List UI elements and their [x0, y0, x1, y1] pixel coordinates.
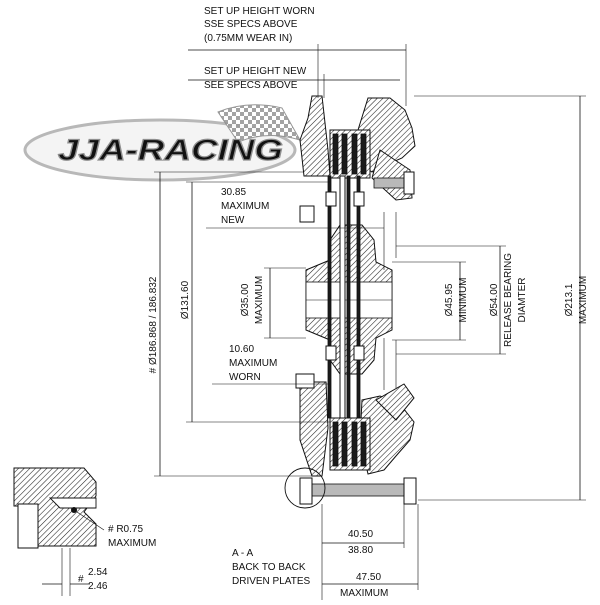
upper-plate-3 [351, 133, 358, 175]
detail-circle [284, 467, 326, 509]
lower-plate-3 [351, 421, 358, 467]
lower-bolt-nut [403, 477, 417, 505]
d213-value: Ø213.1 [564, 283, 575, 316]
w40-label: 40.50 [348, 529, 373, 540]
radius-label: MAXIMUM [108, 538, 156, 549]
d54-label: RELEASE BEARING [503, 253, 514, 347]
clutch-assembly [284, 95, 450, 509]
upper-plate-1 [332, 133, 339, 175]
setup-worn-line-2: SSE SPECS ABOVE [204, 19, 298, 30]
small-block-upper [299, 205, 315, 223]
setup-worn-line-3: (0.75MM WEAR IN) [204, 33, 292, 44]
max-worn-label: MAXIMUM [229, 358, 277, 369]
d45-label: MINIMUM [458, 278, 469, 323]
dimension-lines [154, 44, 586, 600]
max-worn-value: 10.60 [229, 344, 254, 355]
upper-plate-2 [341, 133, 348, 175]
max-new-suffix: NEW [221, 215, 245, 226]
section-line-1: A - A [232, 548, 253, 559]
labels: SET UP HEIGHT WORN SSE SPECS ABOVE (0.75… [78, 6, 589, 599]
lower-diaphragm [375, 383, 415, 421]
lower-plate-4 [360, 421, 367, 467]
section-line-2: BACK TO BACK [232, 562, 306, 573]
d213-label: MAXIMUM [578, 276, 589, 324]
section-line-3: DRIVEN PLATES [232, 576, 310, 587]
tolerance-lower: 2.46 [88, 581, 108, 592]
radius-leader [73, 509, 105, 531]
w47-value: 47.50 [356, 572, 381, 583]
driven-plate-left [327, 175, 332, 419]
radius-value: # R0.75 [108, 524, 143, 535]
driven-plate-right [356, 175, 361, 419]
max-new-value: 30.85 [221, 187, 246, 198]
tolerance-hash: # [78, 574, 84, 585]
lower-bolt [299, 483, 413, 497]
rivet-upper [325, 191, 337, 207]
upper-plate-4 [360, 133, 367, 175]
setup-new-line-2: SEE SPECS ABOVE [204, 80, 298, 91]
upper-bolt-head [403, 171, 415, 195]
d54-value: Ø54.00 [489, 283, 500, 316]
upper-cover [299, 95, 331, 177]
rivet-lower-2 [353, 345, 365, 361]
max-new-label: MAXIMUM [221, 201, 269, 212]
detail-plate [48, 497, 97, 509]
d45-value: Ø45.95 [444, 283, 455, 316]
setup-worn-line-1: SET UP HEIGHT WORN [204, 6, 315, 17]
detail-view [13, 467, 105, 596]
d131-label: Ø131.60 [180, 280, 191, 319]
d35-label: MAXIMUM [254, 276, 265, 324]
w47-label: MAXIMUM [340, 588, 388, 599]
rivet-upper-2 [353, 191, 365, 207]
w38-label: 38.80 [348, 545, 373, 556]
setup-new-line-1: SET UP HEIGHT NEW [204, 66, 307, 77]
logo: JJA-RACING [23, 104, 302, 182]
tolerance-upper: 2.54 [88, 567, 108, 578]
upper-bolt [373, 177, 409, 189]
detail-bolt-end [17, 503, 39, 549]
max-worn-suffix: WORN [229, 372, 261, 383]
lower-bolt-head [299, 477, 313, 505]
small-block-lower [295, 373, 315, 389]
intermediate-plate [339, 175, 346, 419]
lower-cover [299, 381, 329, 477]
lower-plate-2 [341, 421, 348, 467]
lower-plate-1 [332, 421, 339, 467]
d35-value: Ø35.00 [240, 283, 251, 316]
outer-diameter-label: # Ø186.868 / 186.832 [148, 276, 159, 373]
logo-text: JJA-RACING [58, 134, 283, 167]
rivet-lower [325, 345, 337, 361]
d54-label-2: DIAMTER [517, 278, 528, 323]
driven-plate-mid [346, 175, 351, 419]
